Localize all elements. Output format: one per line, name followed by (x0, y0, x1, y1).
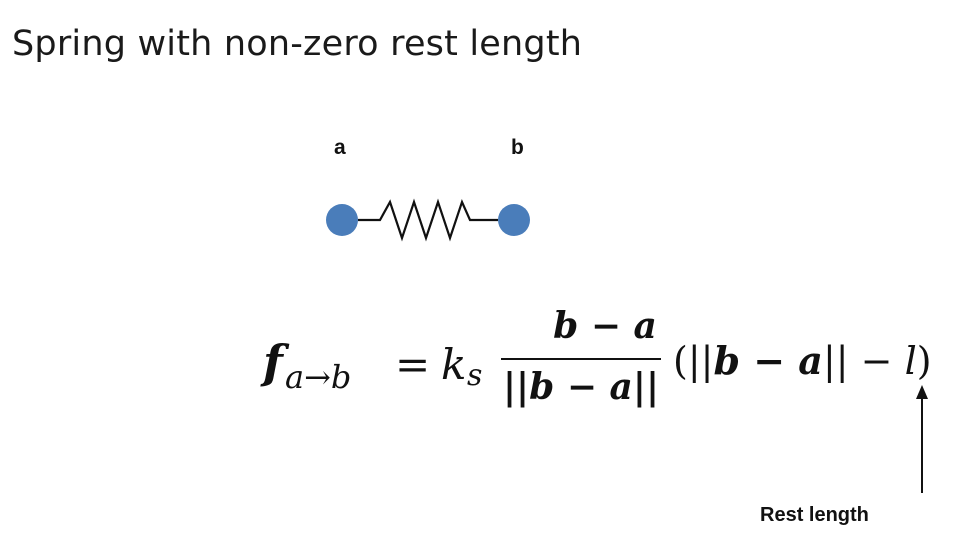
fraction-denominator: ||b − a|| (502, 366, 660, 408)
force-subscript: a→b (285, 358, 352, 396)
stiffness-symbol: k (441, 340, 467, 389)
equals-sign: = (395, 340, 431, 389)
spring-coil (358, 198, 498, 242)
force-symbol: f (263, 335, 283, 389)
rest-length-symbol: l (904, 339, 917, 383)
arrow-head (916, 385, 928, 399)
point-b-label: b (511, 136, 524, 159)
slide-title: Spring with non-zero rest length (12, 24, 583, 64)
stiffness-subscript: s (467, 358, 483, 393)
spring-diagram (326, 198, 530, 242)
tail-close-norm: || − (822, 339, 893, 383)
point-a-label: a (334, 136, 346, 159)
tail-close: ) (916, 339, 932, 383)
rest-length-label: Rest length (760, 504, 869, 526)
tail-open: (|| (673, 339, 714, 383)
spring-force-formula: f a→b = k s b − a ||b − a|| (||b − a|| −… (263, 300, 963, 430)
rest-length-arrow (916, 385, 928, 493)
node-a (326, 204, 358, 236)
fraction-numerator: b − a (553, 305, 657, 347)
fraction-bar (501, 358, 661, 360)
tail-vector: b − a (713, 338, 823, 383)
node-b (498, 204, 530, 236)
rest-length-term: (||b − a|| − l) (673, 338, 932, 383)
